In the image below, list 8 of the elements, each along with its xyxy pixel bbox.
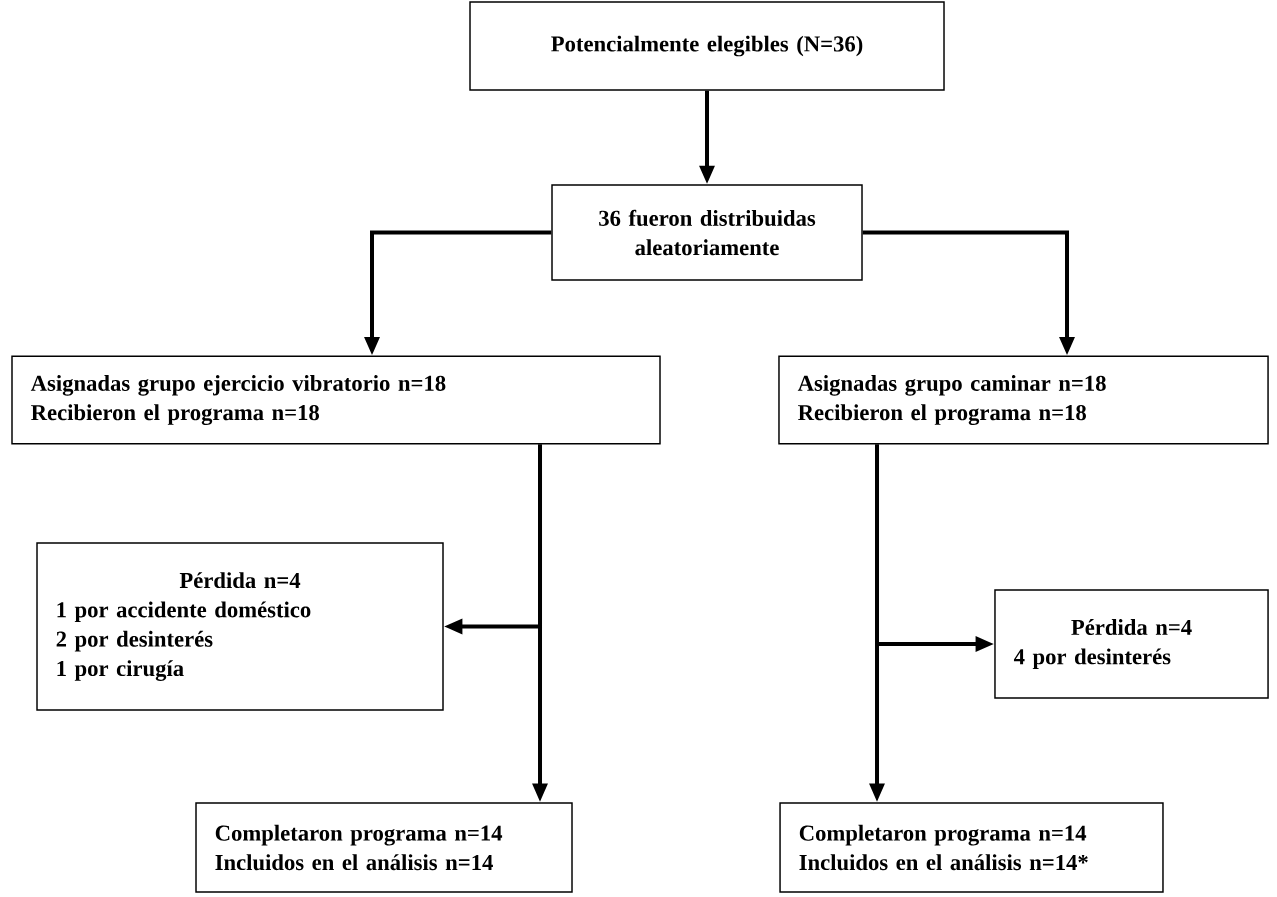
process-box: Asignadas grupo caminar n=18 Recibieron el programa n=18 xyxy=(778,355,1269,445)
process-box: Potencialmente elegibles (N=36) xyxy=(469,1,945,91)
process-box: Pérdida n=4 1 por accidente doméstico 2 por desinterés 1 por cirugía xyxy=(36,542,444,711)
process-box: Completaron programa n=14 Incluidos en el análisis n=14 xyxy=(195,802,573,893)
process-box: 36 fueron distribuidas aleatoriamente xyxy=(551,184,863,281)
process-box: Asignadas grupo ejercicio vibratorio n=18 Recibieron el programa n=18 xyxy=(11,355,661,445)
process-box: Pérdida n=4 4 por desinterés xyxy=(994,589,1269,699)
process-box: Completaron programa n=14 Incluidos en el análisis n=14* xyxy=(779,802,1164,893)
